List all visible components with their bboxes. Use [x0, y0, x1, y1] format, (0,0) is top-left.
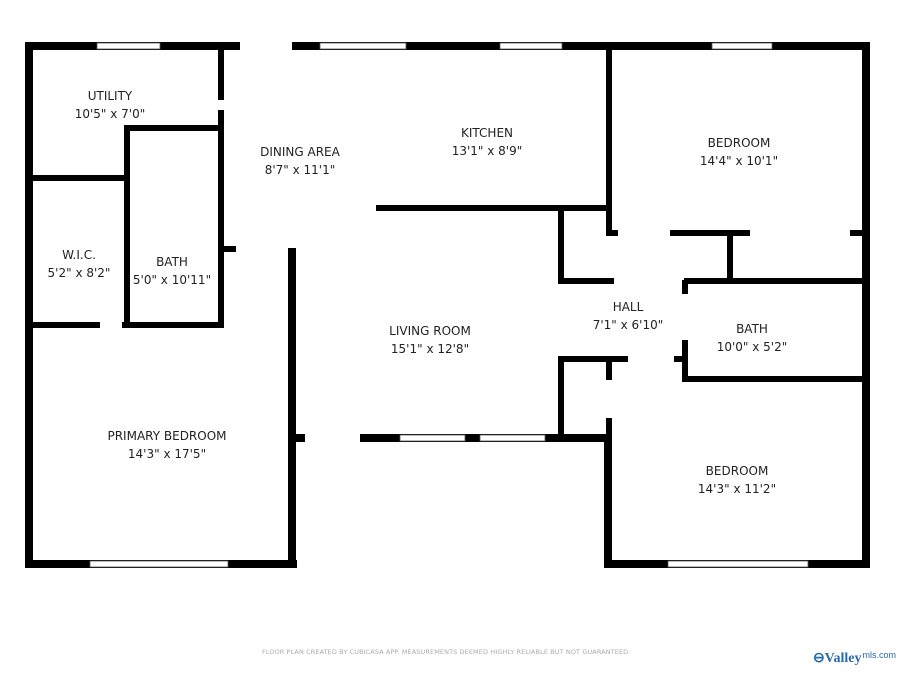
room-name-hall: HALL	[613, 300, 644, 314]
logo-suffix: mls.com	[862, 650, 897, 660]
room-name-bath-1: BATH	[156, 255, 188, 269]
room-size-living: 15'1" x 12'8"	[391, 342, 469, 356]
logo-text: Valley	[824, 651, 862, 666]
room-size-bedroom-2: 14'3" x 11'2"	[698, 482, 776, 496]
room-name-kitchen: KITCHEN	[461, 126, 513, 140]
room-size-hall: 7'1" x 6'10"	[593, 318, 664, 332]
room-labels: UTILITY 10'5" x 7'0" DINING AREA 8'7" x …	[48, 89, 788, 496]
room-name-living: LIVING ROOM	[389, 324, 471, 338]
disclaimer-text: FLOOR PLAN CREATED BY CUBICASA APP. MEAS…	[262, 648, 631, 656]
room-size-bath-1: 5'0" x 10'11"	[133, 273, 211, 287]
windows	[89, 42, 809, 568]
room-size-bath-2: 10'0" x 5'2"	[717, 340, 788, 354]
room-name-dining: DINING AREA	[260, 145, 341, 159]
room-size-wic: 5'2" x 8'2"	[48, 266, 111, 280]
room-size-bedroom-1: 14'4" x 10'1"	[700, 154, 778, 168]
room-size-kitchen: 13'1" x 8'9"	[452, 144, 523, 158]
room-name-bedroom-1: BEDROOM	[708, 136, 771, 150]
valley-mls-logo: ⊖Valleymls.com	[813, 650, 896, 667]
room-size-dining: 8'7" x 11'1"	[265, 163, 336, 177]
room-name-primary-bedroom: PRIMARY BEDROOM	[107, 429, 226, 443]
room-name-wic: W.I.C.	[62, 248, 96, 262]
room-size-utility: 10'5" x 7'0"	[75, 107, 146, 121]
room-name-bath-2: BATH	[736, 322, 768, 336]
logo-globe-icon: ⊖	[812, 651, 825, 666]
room-name-bedroom-2: BEDROOM	[706, 464, 769, 478]
room-name-utility: UTILITY	[88, 89, 133, 103]
room-size-primary-bedroom: 14'3" x 17'5"	[128, 447, 206, 461]
